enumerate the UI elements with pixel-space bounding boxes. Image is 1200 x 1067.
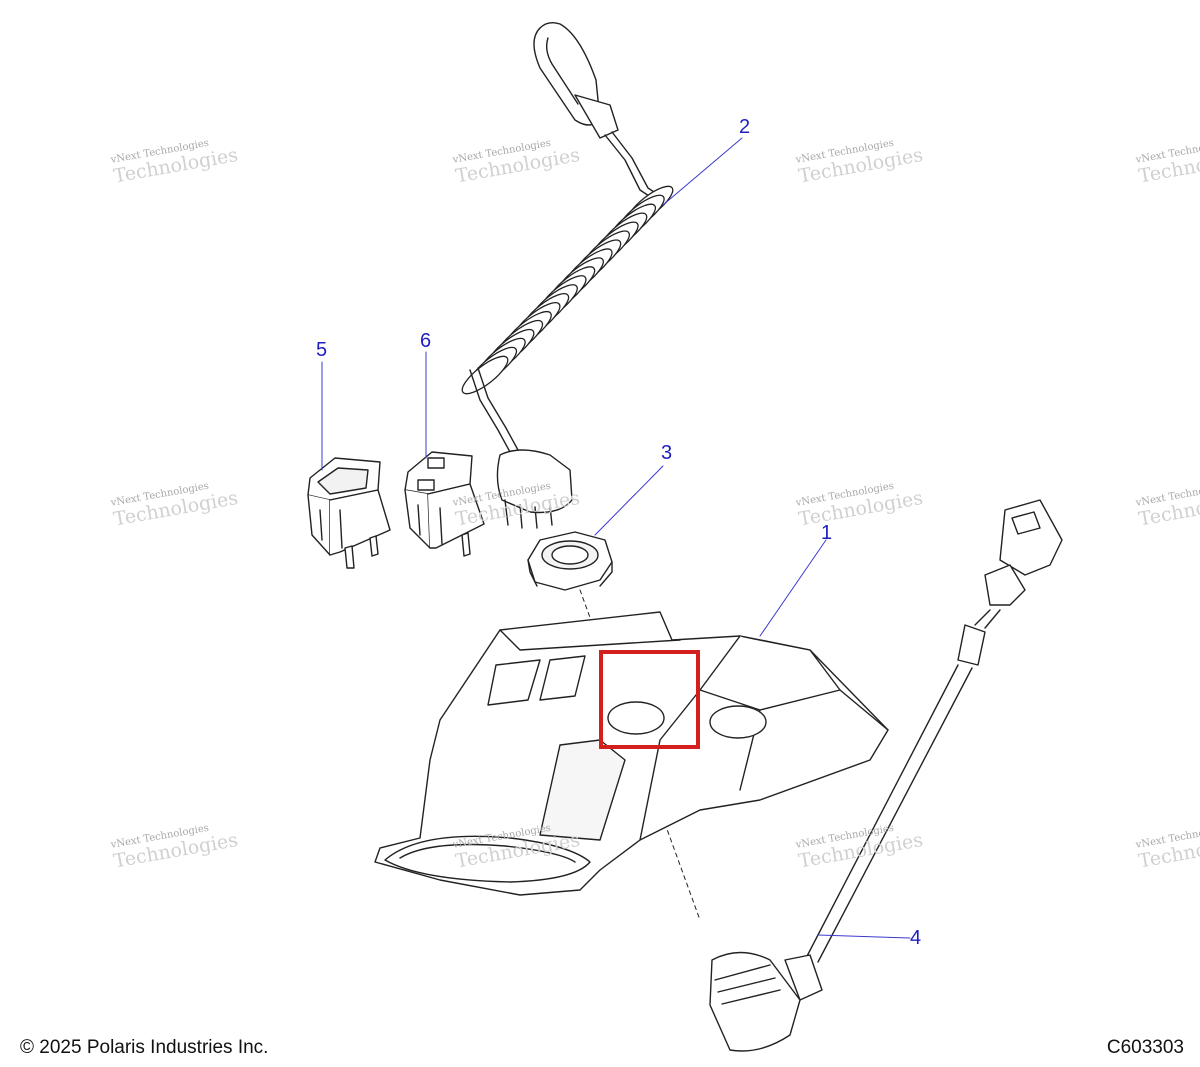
callout-3[interactable]: 3: [661, 442, 673, 464]
part-1-bracket-housing: [374, 611, 889, 896]
copyright-text: © 2025 Polaris Industries Inc.: [20, 1037, 269, 1058]
callout-5[interactable]: 5: [316, 339, 328, 361]
highlight-box: [599, 650, 700, 749]
diagram-code: C603303: [1106, 1037, 1184, 1058]
callout-4[interactable]: 4: [910, 927, 922, 949]
callout-6[interactable]: 6: [420, 330, 432, 352]
part-6-rocker-switch: [404, 451, 485, 557]
callout-1[interactable]: 1: [821, 522, 833, 544]
part-5-rocker-switch: [307, 457, 391, 569]
part-2-tether-lanyard: [461, 21, 674, 529]
part-3-nut: [527, 531, 613, 591]
leader-lines: [321, 137, 911, 939]
part-4-sensor-harness: [709, 499, 1063, 1052]
callout-2[interactable]: 2: [739, 116, 751, 138]
coil-loop: [461, 355, 509, 395]
